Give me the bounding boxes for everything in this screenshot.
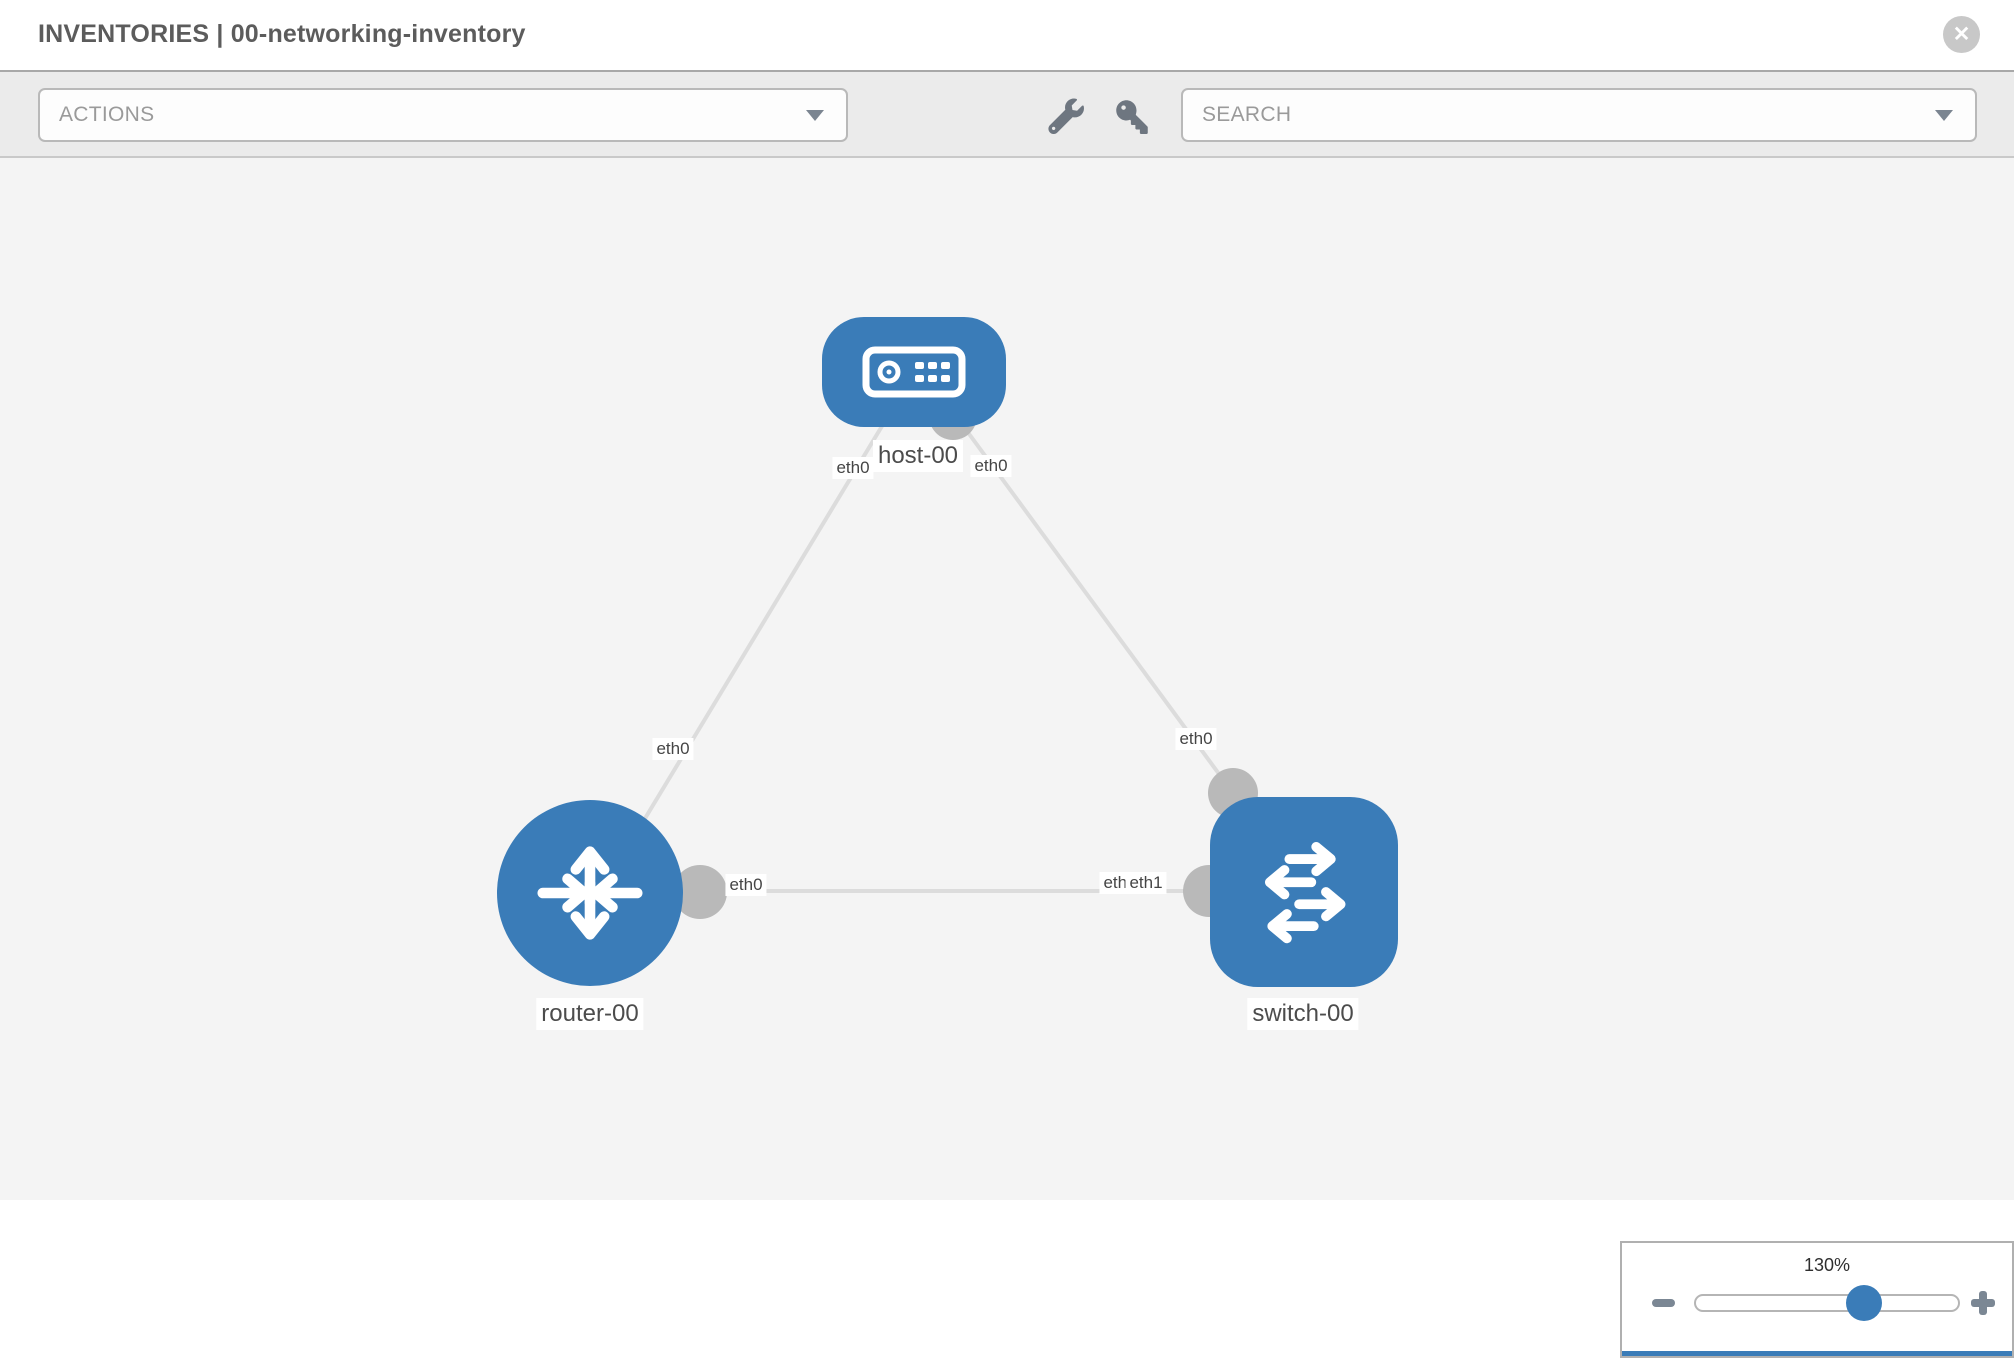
node-label-router: router-00: [536, 998, 644, 1030]
close-icon[interactable]: ✕: [1943, 16, 1980, 53]
actions-dropdown[interactable]: ACTIONS: [38, 88, 848, 142]
zoom-in-icon[interactable]: [1968, 1288, 1998, 1318]
node-host-00[interactable]: [822, 317, 1006, 427]
bottom-accent-bar: [1622, 1351, 2012, 1356]
zoom-slider[interactable]: [1694, 1285, 1960, 1321]
iface-label: eth0: [725, 874, 767, 896]
actions-dropdown-label: ACTIONS: [59, 103, 155, 126]
node-router-00[interactable]: [497, 800, 683, 986]
node-label-switch: switch-00: [1247, 998, 1359, 1030]
search-placeholder: SEARCH: [1202, 103, 1292, 126]
node-label-host: host-00: [872, 440, 964, 472]
zoom-level-value: 130%: [1803, 1255, 1851, 1275]
zoom-slider-handle[interactable]: [1845, 1285, 1882, 1321]
iface-label: eth0: [832, 457, 874, 479]
node-switch-00[interactable]: [1210, 797, 1398, 987]
topology-canvas[interactable]: host-00 router-00 switch-00 eth0 eth0 et…: [0, 158, 2014, 1358]
zoom-out-icon[interactable]: [1652, 1299, 1675, 1307]
iface-label: eth1: [1125, 872, 1167, 894]
iface-label: eth0: [970, 455, 1012, 477]
link-lines: [598, 386, 1304, 895]
iface-label: eth0: [652, 738, 694, 760]
router-icon: [537, 846, 643, 940]
switch-icon: [1264, 841, 1346, 944]
chevron-down-icon: [1935, 110, 1953, 121]
toolbar: ACTIONS SEARCH: [0, 70, 2014, 158]
wrench-icon[interactable]: [1048, 98, 1084, 134]
page-title: INVENTORIES | 00-networking-inventory: [38, 20, 526, 48]
zoom-panel: 130%: [1620, 1241, 2014, 1358]
search-input[interactable]: SEARCH: [1181, 88, 1977, 142]
chevron-down-icon: [806, 110, 824, 121]
panel-header: INVENTORIES | 00-networking-inventory ✕: [0, 0, 2014, 70]
key-icon[interactable]: [1114, 98, 1150, 134]
iface-label: eth0: [1175, 728, 1217, 750]
host-icon: [862, 346, 966, 398]
